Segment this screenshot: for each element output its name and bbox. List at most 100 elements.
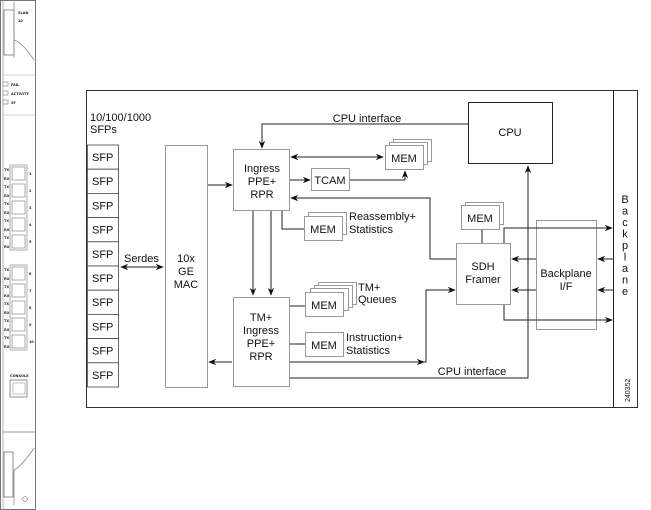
backplane-if-label-2: I/F xyxy=(560,281,573,293)
mac-label-1: 10x xyxy=(177,253,195,265)
led-sf-label: SF xyxy=(11,101,17,105)
backplane-if-block xyxy=(536,220,597,330)
sdh-framer-label-2: Framer xyxy=(465,274,501,286)
sdh-framer-block xyxy=(456,243,511,305)
backplane-letter: l xyxy=(624,252,626,264)
port-tx-label: TX xyxy=(4,302,9,306)
port-tx-label: TX xyxy=(4,202,9,206)
tm-queues-label-2: Queues xyxy=(358,294,397,306)
instruction-label-1: Instruction+ xyxy=(346,332,403,344)
sfp-heading-line1: 10/100/1000 xyxy=(90,112,151,124)
cpu-interface-top-link xyxy=(258,123,468,149)
mem-queues-block xyxy=(305,292,344,317)
port-rx-label: RX xyxy=(4,294,10,298)
framer-to-backplane-top xyxy=(503,224,613,243)
reassembly-label-2: Statistics xyxy=(349,224,394,236)
backplane-letter: n xyxy=(622,275,628,287)
ingress-label-2: PPE+ xyxy=(248,176,276,188)
port-tx-label: TX xyxy=(4,336,9,340)
sfp-port[interactable] xyxy=(11,217,26,232)
port-group-2 xyxy=(9,264,28,351)
port-rx-label: RX xyxy=(4,194,10,198)
backplane-letter: e xyxy=(622,286,628,298)
reassembly-label-1: Reassembly+ xyxy=(349,211,416,223)
sfp-slot-label: SFP xyxy=(92,249,113,261)
tm-queues-label-1: TM+ xyxy=(358,282,380,294)
sfp-slot-label: SFP xyxy=(92,200,113,212)
sfp-slot-label: SFP xyxy=(92,225,113,237)
ingress-ppe-block xyxy=(233,149,290,211)
mem-tcam-label: MEM xyxy=(391,153,417,165)
tm-label-1: TM+ xyxy=(250,312,272,324)
sfp-port[interactable] xyxy=(11,300,26,315)
sfp-slot xyxy=(87,144,119,170)
sfp-port[interactable] xyxy=(11,166,26,181)
sfp-port[interactable] xyxy=(11,183,26,198)
ingress-to-reassembly-mem xyxy=(281,211,304,230)
port-number: 5 xyxy=(29,240,32,244)
mem-tcam-block xyxy=(385,145,424,170)
sfp-port[interactable] xyxy=(11,283,26,298)
diagram-frame xyxy=(86,90,638,408)
port-tx-label: TX xyxy=(4,236,9,240)
tcam-label: TCAM xyxy=(314,175,345,187)
ingress-label-1: Ingress xyxy=(244,163,281,175)
ingress-label-3: RPR xyxy=(250,189,273,201)
led-fail-label: FAIL xyxy=(11,83,20,87)
sfp-slot-label: SFP xyxy=(92,273,113,285)
cpu-interface-bottom-label: CPU interface xyxy=(438,366,506,378)
port-rx-label: RX xyxy=(4,228,10,232)
mac-block xyxy=(165,145,208,388)
sfp-slot xyxy=(87,168,119,194)
sfp-slot-label: SFP xyxy=(92,297,113,309)
sfp-heading-line2: SFPs xyxy=(90,124,117,136)
port-number: 9 xyxy=(29,323,32,327)
sfp-slot-label: SFP xyxy=(92,176,113,188)
console-port[interactable] xyxy=(9,379,28,398)
captive-screw[interactable] xyxy=(22,496,28,502)
tm-label-4: RPR xyxy=(249,351,272,363)
port-tx-label: TX xyxy=(4,285,9,289)
led-activity-label: ACTIVITY xyxy=(11,92,29,96)
mem-queues-label: MEM xyxy=(311,300,337,312)
sdh-framer-label-1: SDH xyxy=(471,261,494,273)
sfp-port[interactable] xyxy=(11,266,26,281)
backplane-letter: a xyxy=(622,263,629,275)
sfp-slot-label: SFP xyxy=(92,370,113,382)
sfp-port[interactable] xyxy=(11,200,26,215)
sfp-slot xyxy=(87,265,119,291)
mac-label-2: GE xyxy=(178,266,194,278)
card-subname: 10 xyxy=(18,19,23,23)
port-rx-label: RX xyxy=(4,245,10,249)
port-rx-label: RX xyxy=(4,345,10,349)
mem-reassembly-block xyxy=(304,216,343,241)
backplane-letter: c xyxy=(622,217,628,229)
framer-to-backplane-bottom xyxy=(503,305,613,324)
sfp-port[interactable] xyxy=(11,317,26,332)
backplane-letter: p xyxy=(622,240,628,252)
bottom-ejector-slot xyxy=(3,451,14,498)
sfp-slot xyxy=(87,241,119,267)
tcam-to-mem xyxy=(350,170,409,181)
mem-framer-block xyxy=(461,205,500,230)
sfp-slot xyxy=(87,289,119,315)
sfp-port[interactable] xyxy=(11,334,26,349)
port-number: 2 xyxy=(29,189,32,193)
top-ejector-lever[interactable] xyxy=(13,2,35,61)
port-rx-label: RX xyxy=(4,311,10,315)
cpu-interface-top-label: CPU interface xyxy=(333,113,401,125)
backplane-if-label-1: Backplane xyxy=(540,268,591,280)
mem-instruction-block xyxy=(305,332,344,357)
figure-id: 240352 xyxy=(625,379,632,402)
port-rx-label: RX xyxy=(4,177,10,181)
port-number: 8 xyxy=(29,306,32,310)
led-activity xyxy=(2,90,9,96)
top-ejector-slot xyxy=(3,9,15,56)
sfp-port[interactable] xyxy=(11,234,26,249)
led-sf xyxy=(2,99,9,105)
status-leds: FAIL ACTIVITY SF xyxy=(2,81,29,105)
tm-label-2: Ingress xyxy=(243,325,280,337)
bottom-ejector-lever[interactable] xyxy=(13,447,35,505)
